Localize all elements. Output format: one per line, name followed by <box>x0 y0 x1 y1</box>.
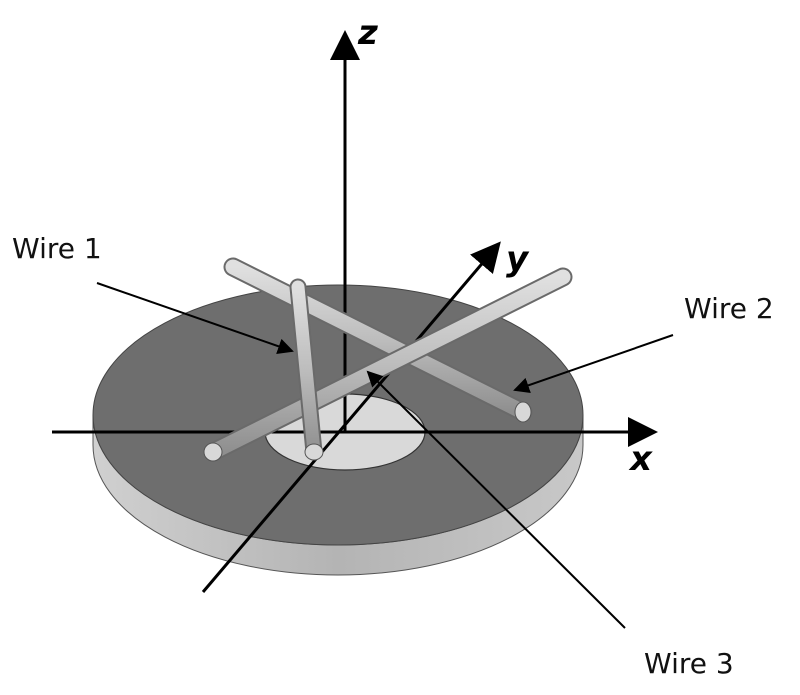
wire-1-rod <box>289 278 324 461</box>
wire-3-rod <box>203 267 573 462</box>
y-axis <box>201 241 501 593</box>
wire-1-leader <box>96 282 294 354</box>
wire-2-leader <box>513 334 674 393</box>
wire-2-rod <box>223 257 533 423</box>
y-axis-label: y <box>506 239 530 279</box>
z-axis-label: z <box>357 13 378 53</box>
x-axis-label: x <box>628 439 653 479</box>
wire-1-label: Wire 1 <box>12 232 102 265</box>
wire-3-label: Wire 3 <box>644 647 734 680</box>
wire-2-label: Wire 2 <box>684 292 774 325</box>
wire-3-leader <box>366 370 626 629</box>
